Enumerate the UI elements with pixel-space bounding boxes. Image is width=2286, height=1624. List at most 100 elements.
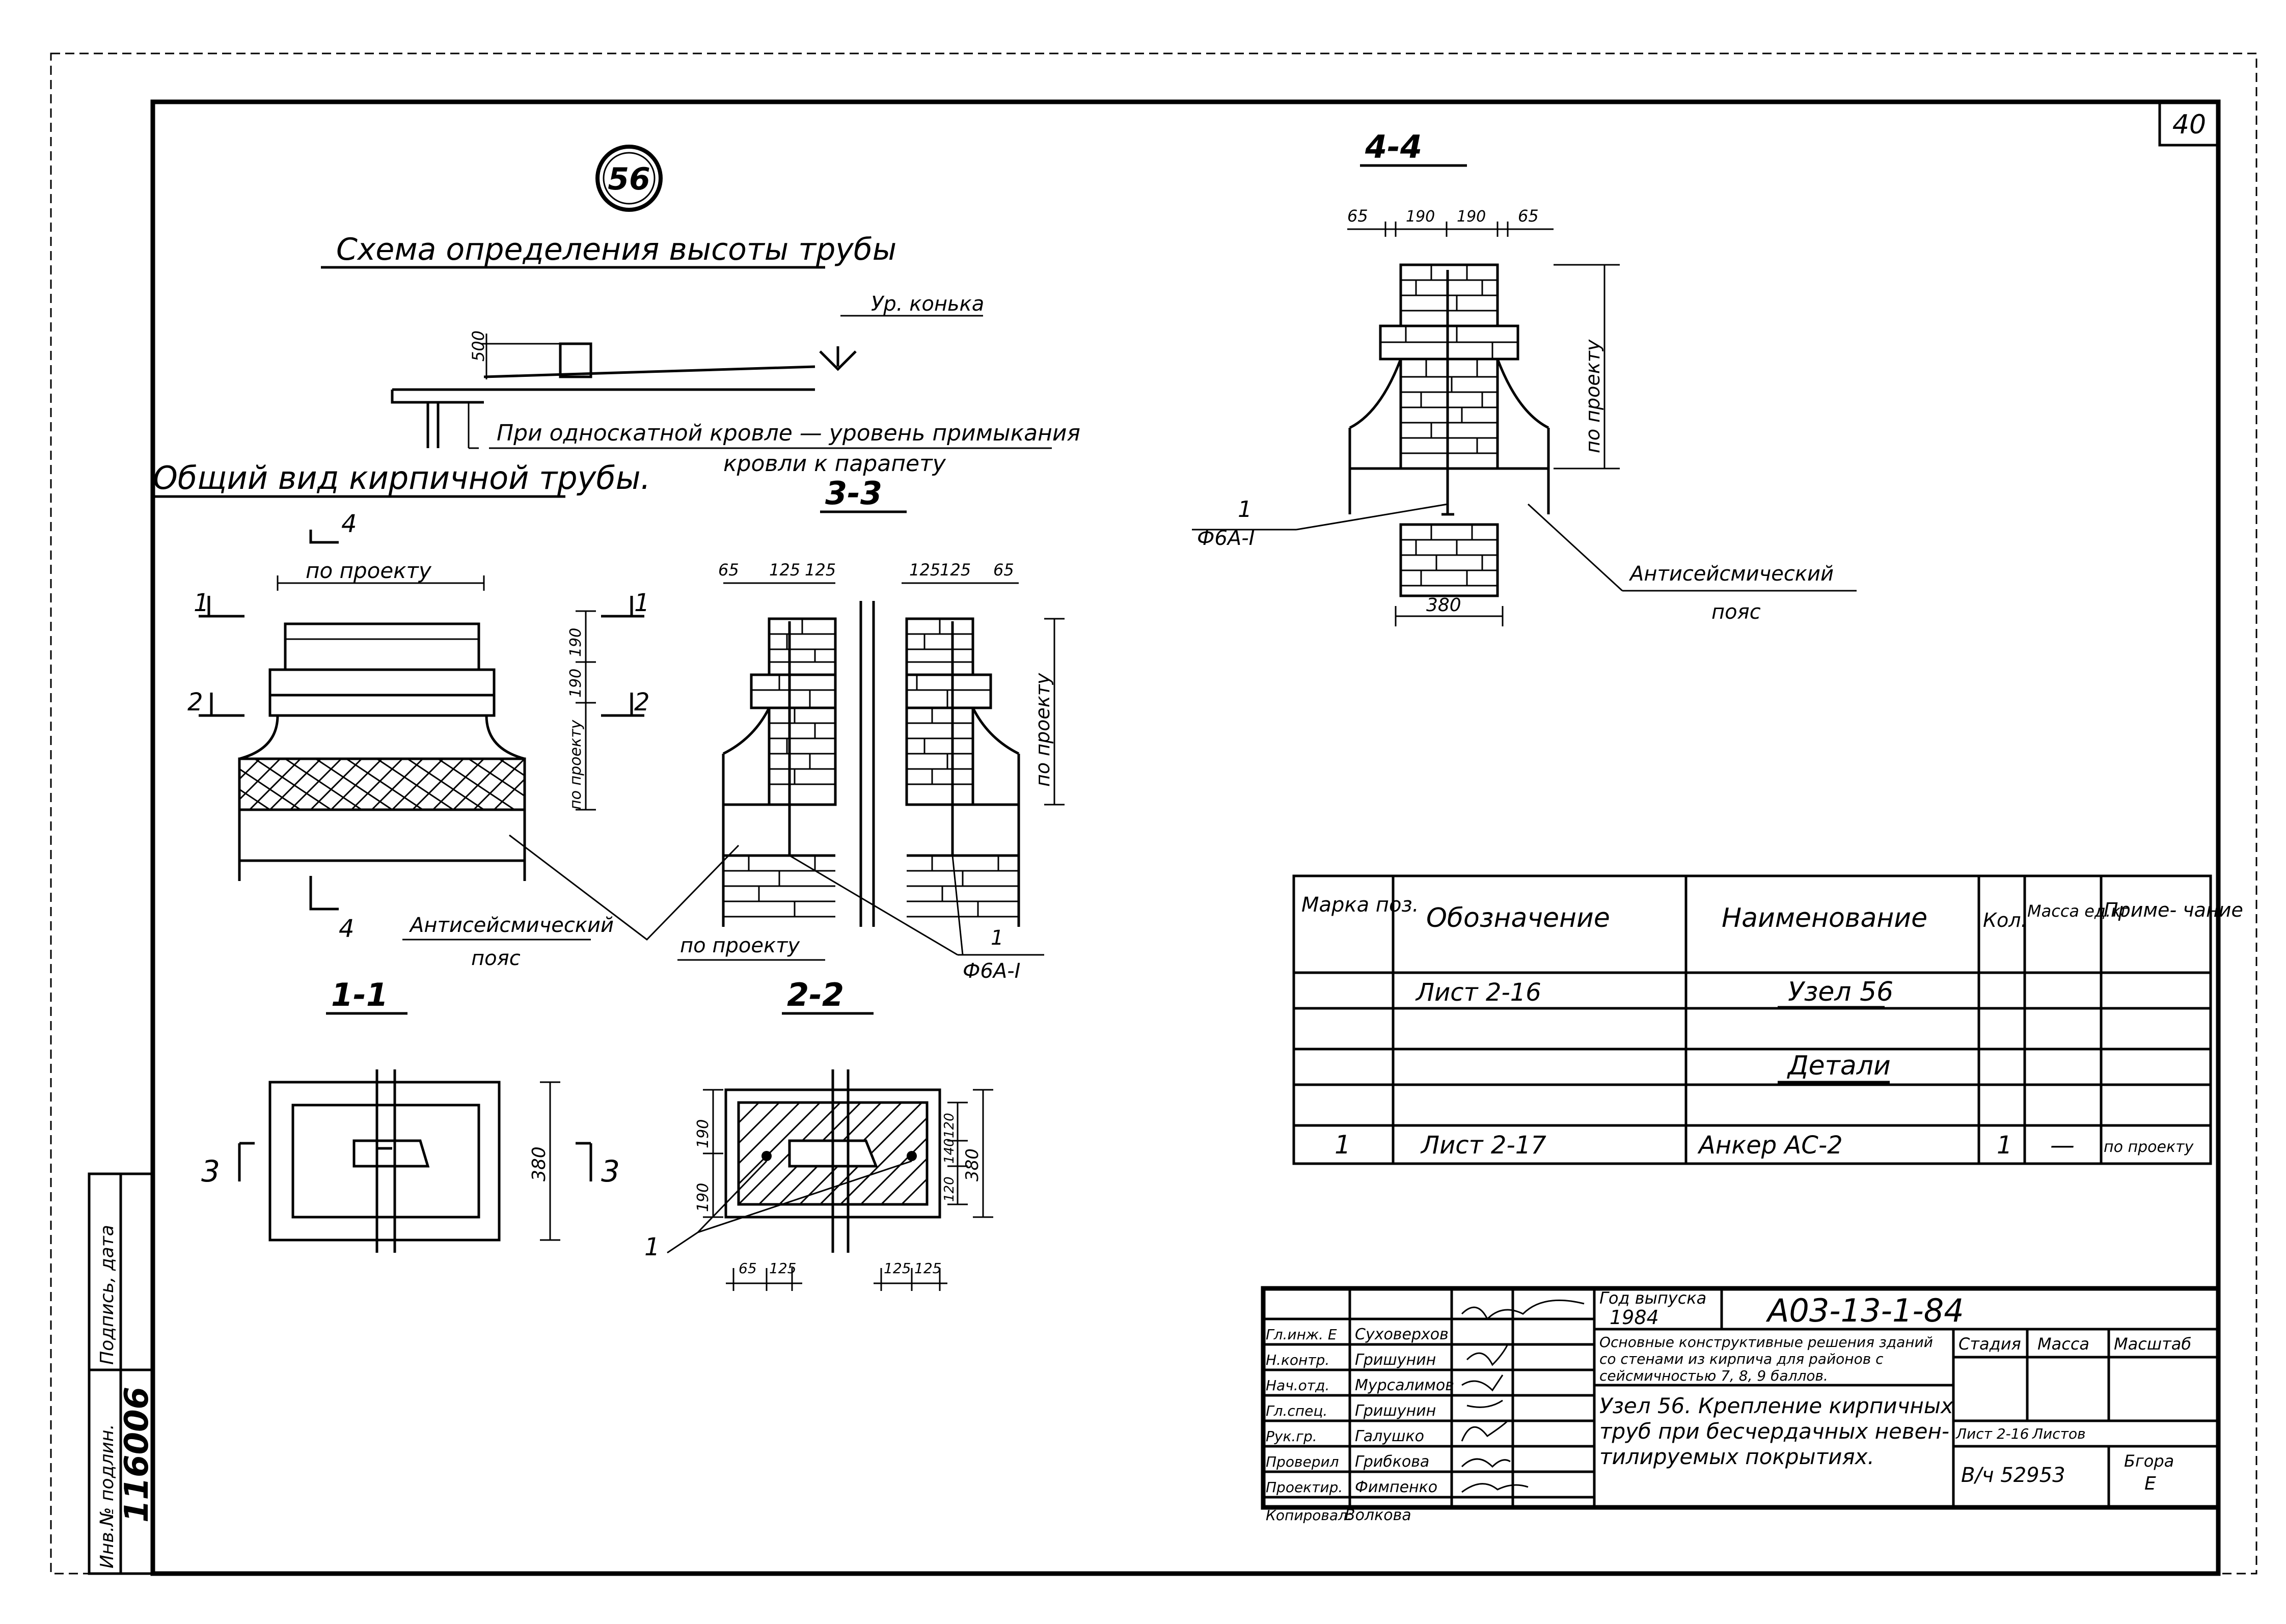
per-project-4-4: по проекту (1582, 339, 1604, 453)
node-badge-inner (603, 152, 656, 205)
svg-text:65: 65 (739, 1260, 757, 1277)
tb-title-3: тилируемых покрытиях. (1599, 1444, 1874, 1469)
svg-text:65: 65 (1518, 206, 1539, 226)
tb-year-label: Год выпуска (1599, 1288, 1706, 1308)
svg-text:Гришунин: Гришунин (1355, 1351, 1436, 1369)
spec-row5-note: по проекту (2104, 1138, 2194, 1156)
section-2-2-title: 2-2 (787, 976, 844, 1013)
tb-desc-2: со стенами из кирпича для районов с (1599, 1351, 1884, 1367)
cut-2-left: 2 (187, 688, 203, 717)
pos-1-label-33: 1 (991, 926, 1003, 950)
dim-190-b: 190 (567, 669, 585, 698)
spec-header-designation: Обозначение (1426, 903, 1610, 933)
svg-text:Проектир.: Проектир. (1266, 1479, 1343, 1496)
rebar-label-44: Ф6А-I (1197, 527, 1255, 550)
section-4-4: 65 190 190 65 380 по проекту (1347, 206, 1620, 626)
svg-text:Копировал:: Копировал: (1266, 1507, 1352, 1524)
section-4-4-title: 4-4 (1365, 128, 1422, 166)
svg-text:Грибкова: Грибкова (1355, 1453, 1429, 1471)
tb-title-1: Узел 56. Крепление кирпичных (1599, 1393, 1954, 1418)
dim-500: 500 (469, 331, 488, 362)
spec-row5-name: Анкер АС-2 (1697, 1131, 1843, 1160)
section-1-1-plan: 3 3 380 (201, 1069, 620, 1253)
svg-text:140: 140 (942, 1138, 957, 1164)
archive-label: Инв.№ подлин. (97, 1424, 118, 1568)
tb-format: Е (2144, 1473, 2156, 1494)
general-view: 4 по проекту 4 1 1 2 2 190 190 по проект… (187, 510, 650, 943)
svg-text:190: 190 (1406, 208, 1435, 226)
per-project-vert: по проекту (567, 719, 585, 810)
antiseismic-label-left: Антисейсмический (409, 914, 614, 937)
signatures (1461, 1299, 1585, 1493)
spec-row5-mass: — (2050, 1131, 2075, 1160)
svg-text:190: 190 (1457, 208, 1486, 226)
section-3-3-title: 3-3 (825, 475, 882, 512)
scheme-drawing (391, 315, 983, 449)
svg-text:Проверил: Проверил (1266, 1453, 1339, 1470)
svg-text:Рук.гр.: Рук.гр. (1266, 1428, 1317, 1445)
per-project-3-3: по проекту (1031, 673, 1054, 787)
sheet-number-box (2158, 102, 2218, 147)
svg-text:Нач.отд.: Нач.отд. (1266, 1377, 1329, 1394)
svg-text:3: 3 (601, 1154, 620, 1189)
svg-text:380: 380 (962, 1148, 983, 1181)
per-project-3-3-bottom: по проекту (680, 934, 800, 957)
spec-header-mark: Марка поз. (1301, 893, 1419, 917)
svg-text:125: 125 (884, 1260, 911, 1277)
spec-row1-name: Узел 56 (1788, 977, 1893, 1007)
spec-row5-qty: 1 (1997, 1131, 2012, 1160)
spec-header-mass: Масса ед.кг (2027, 901, 2130, 921)
svg-text:Мурсалимов: Мурсалимов (1355, 1377, 1454, 1394)
spec-header-note: Приме- чание (2104, 899, 2243, 921)
svg-text:125: 125 (769, 560, 800, 580)
per-project-top: по проекту (306, 558, 432, 583)
archive-strip: Инв.№ подлин. Подпись, дата 116006 (88, 1172, 156, 1575)
node-badge: 56 (608, 161, 650, 197)
antiseismic-label-left2: пояс (471, 947, 521, 970)
pos-1-label-44: 1 (1238, 497, 1252, 522)
svg-text:65: 65 (993, 560, 1014, 580)
svg-text:Волкова: Волкова (1345, 1506, 1411, 1524)
antiseismic-label-right: Антисейсмический (1628, 562, 1834, 586)
spec-row5-designation: Лист 2-17 (1420, 1131, 1546, 1160)
svg-text:Суховерхов: Суховерхов (1355, 1326, 1449, 1343)
svg-text:380: 380 (529, 1146, 550, 1181)
title-block-grid (1261, 1286, 2221, 1510)
svg-text:120: 120 (942, 1176, 957, 1202)
tb-sheet-label: Лист 2-16 (1955, 1425, 2029, 1442)
spec-header-qty: Кол. (1983, 909, 2027, 931)
svg-text:3: 3 (201, 1154, 220, 1189)
tb-mass-label: Масса (2037, 1334, 2089, 1354)
section-2-2-plan: 190 190 120 140 120 380 1 65 125 125 125 (644, 1069, 993, 1291)
tb-desc-3: сейсмичностью 7, 8, 9 баллов. (1599, 1367, 1828, 1384)
svg-text:Гл.инж. Е: Гл.инж. Е (1266, 1326, 1337, 1343)
drawing-frame (150, 99, 2221, 1576)
svg-text:Гришунин: Гришунин (1355, 1402, 1436, 1420)
svg-text:125: 125 (940, 560, 971, 580)
title-block-people: Гл.инж. Е Суховерхов Н.контр. Гришунин Н… (1266, 1326, 1454, 1524)
cut-1-right: 1 (634, 589, 650, 617)
svg-text:125: 125 (805, 560, 836, 580)
svg-text:190: 190 (694, 1119, 712, 1148)
ridge-label: Ур. конька (871, 292, 984, 316)
tb-scale-label: Масштаб (2114, 1334, 2191, 1354)
svg-text:1: 1 (644, 1233, 660, 1261)
spec-header-name: Наименование (1722, 903, 1927, 933)
node-badge-circle (595, 145, 663, 212)
archive-sign: Подпись, дата (97, 1225, 118, 1365)
section-3-3: 65 125 125 125 125 65 (718, 560, 1065, 927)
tb-code: А03-13-1-84 (1765, 1292, 1964, 1329)
svg-text:380: 380 (1426, 595, 1461, 616)
section-1-1-title: 1-1 (331, 976, 388, 1013)
tb-stage-label: Стадия (1958, 1334, 2021, 1354)
spec-row1-designation: Лист 2-16 (1415, 978, 1541, 1007)
general-view-title: Общий вид кирпичной трубы. (153, 459, 650, 497)
cut-4-top: 4 (341, 510, 357, 538)
scheme-title: Схема определения высоты трубы (336, 232, 896, 267)
cut-2-right: 2 (634, 688, 650, 717)
antiseismic-label-right2: пояс (1711, 600, 1761, 624)
tb-year: 1984 (1610, 1306, 1659, 1329)
svg-text:125: 125 (914, 1260, 941, 1277)
tb-title-2: труб при бесчердачных невен- (1599, 1419, 1949, 1444)
